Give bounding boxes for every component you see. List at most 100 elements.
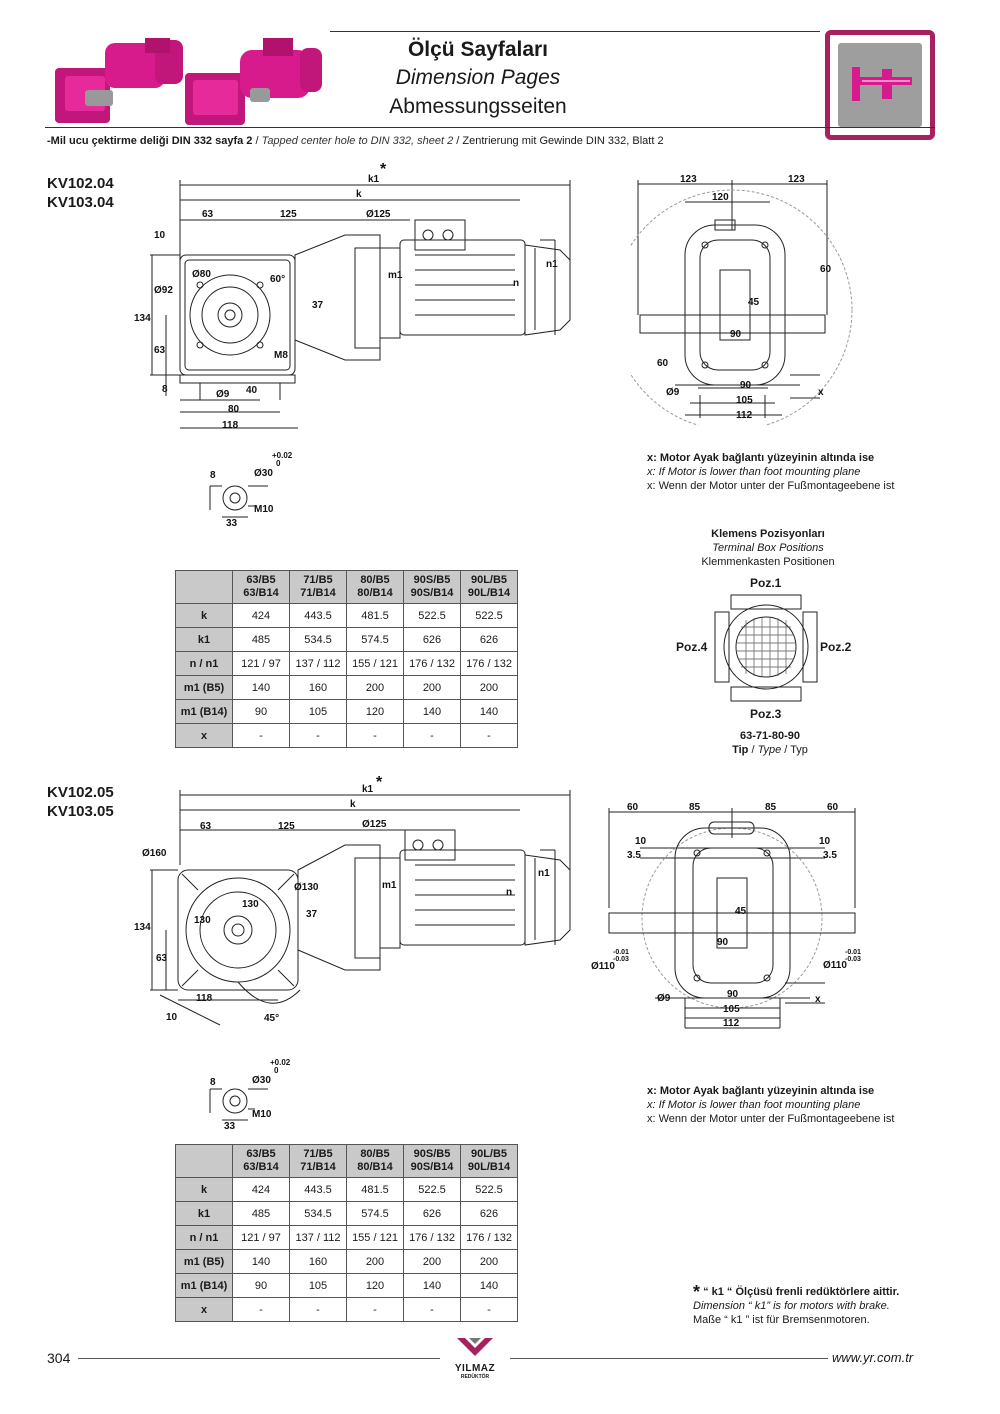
dim-k1-s2: k1: [362, 784, 374, 795]
table-row-label: k: [175, 603, 233, 628]
terminal-box-drawing: [714, 594, 818, 702]
table-cell: -: [346, 1297, 404, 1322]
table-cell: 522.5: [460, 603, 518, 628]
table-cell: -: [403, 723, 461, 748]
dim-n1-s1: n1: [546, 259, 558, 270]
table-cell: 534.5: [289, 1201, 347, 1226]
table-cell: 200: [403, 1249, 461, 1274]
terminal-poz4: Poz.4: [676, 640, 708, 654]
dim-tol2-s2: -0.03: [613, 956, 629, 963]
table-cell: 121 / 97: [232, 1225, 290, 1250]
dim-r45-s2: 45: [735, 906, 747, 917]
table-row-label: k1: [175, 627, 233, 652]
table-cell: 626: [460, 627, 518, 652]
table-cell: -: [289, 723, 347, 748]
table-cell: 140: [232, 1249, 290, 1274]
dim-rx-s2: x: [815, 994, 821, 1005]
table-cell: -: [289, 1297, 347, 1322]
terminal-types: 63-71-80-90 Tip / Type / Typ: [732, 730, 808, 756]
dim-45deg-s2: 45°: [264, 1013, 279, 1024]
dim-r35a-s2: 3.5: [627, 850, 641, 861]
dim-n-s2: n: [506, 887, 512, 898]
dim-tol3-s2: -0.01: [845, 949, 861, 956]
terminal-poz3: Poz.3: [750, 707, 782, 721]
shaft-m10-s2: M10: [252, 1109, 272, 1120]
dim-r112-s1: 112: [736, 410, 753, 421]
table-cell: 485: [232, 627, 290, 652]
dim-10-s2: 10: [166, 1012, 178, 1023]
dim-k1-s1: k1: [368, 174, 380, 185]
table-cell: 90: [232, 1273, 290, 1298]
table-cell: -: [403, 1297, 461, 1322]
model-kv102-05: KV102.05: [47, 784, 114, 801]
dim-o80-s1: Ø80: [192, 269, 211, 280]
dim-63-s2: 63: [200, 821, 212, 832]
dim-r123b-s1: 123: [788, 174, 805, 185]
table-row-label: m1 (B14): [175, 699, 233, 724]
table-cell: 105: [289, 699, 347, 724]
shaft-tol-lo-s2: 0: [274, 1066, 279, 1075]
dim-63b-s1: 63: [154, 345, 166, 356]
caliper-icon: [825, 30, 935, 140]
dim-r112-s2: 112: [723, 1018, 740, 1029]
dim-r90-s2: 90: [717, 937, 729, 948]
page-title: Ölçü Sayfaları: [407, 38, 549, 61]
dim-63b-s2: 63: [156, 953, 168, 964]
din-note-en: Tapped center hole to DIN 332, sheet 2: [261, 135, 454, 147]
table-cell: 522.5: [403, 603, 461, 628]
dim-r35b-s2: 3.5: [823, 850, 837, 861]
table-row-label: x: [175, 723, 233, 748]
table-row-label: m1 (B14): [175, 1273, 233, 1298]
dim-80-s1: 80: [228, 404, 240, 415]
dim-r90b-s2: 90: [727, 989, 739, 1000]
website-link[interactable]: www.yr.com.tr: [832, 1350, 914, 1365]
table-cell: 574.5: [346, 627, 404, 652]
model-kv102-04: KV102.04: [47, 175, 114, 192]
table-cell: 176 / 132: [403, 651, 461, 676]
table-row-label: n / n1: [175, 651, 233, 676]
dim-r85b-s2: 85: [765, 802, 777, 813]
table-cell: 200: [460, 675, 518, 700]
model-kv103-04: KV103.04: [47, 194, 114, 211]
dim-37-s1: 37: [312, 300, 324, 311]
table-row-label: m1 (B5): [175, 675, 233, 700]
dim-125-s2: 125: [278, 821, 295, 832]
shaft-o30-s1: Ø30: [254, 468, 273, 479]
table-cell: 140: [460, 1273, 518, 1298]
table-cell: 137 / 112: [289, 1225, 347, 1250]
section1-shaft-detail: +0.02 0 8 Ø30 M10 33: [209, 451, 293, 529]
dim-r90-s1: 90: [730, 329, 742, 340]
k1-note-tr: “ k1 “ Ölçüsü frenli redüktörlere aittir…: [703, 1286, 900, 1298]
dim-r60a-s2: 60: [627, 802, 639, 813]
header-product-photo: [45, 28, 325, 128]
terminal-box-positions: Klemens Pozisyonları Terminal Box Positi…: [701, 528, 835, 568]
dim-r85a-s2: 85: [689, 802, 701, 813]
table-cell: 481.5: [346, 1177, 404, 1202]
table-cell: -: [460, 723, 518, 748]
table-cell: 176 / 132: [403, 1225, 461, 1250]
dim-8-s1: 8: [162, 384, 168, 395]
dim-134-s1: 134: [134, 313, 151, 324]
dim-ro9-s1: Ø9: [666, 387, 680, 398]
shaft-33-s2: 33: [224, 1121, 236, 1132]
din-note: -Mil ucu çektirme deliği DIN 332 sayfa 2…: [47, 135, 664, 147]
table-cell: 534.5: [289, 627, 347, 652]
table-cell: 626: [460, 1201, 518, 1226]
table-cell: 155 / 121: [346, 1225, 404, 1250]
dim-130b-s2: 130: [194, 915, 211, 926]
logo-mark-icon: [457, 1338, 493, 1356]
motor-note-2: x: Motor Ayak bağlantı yüzeyinin altında…: [647, 1085, 895, 1125]
